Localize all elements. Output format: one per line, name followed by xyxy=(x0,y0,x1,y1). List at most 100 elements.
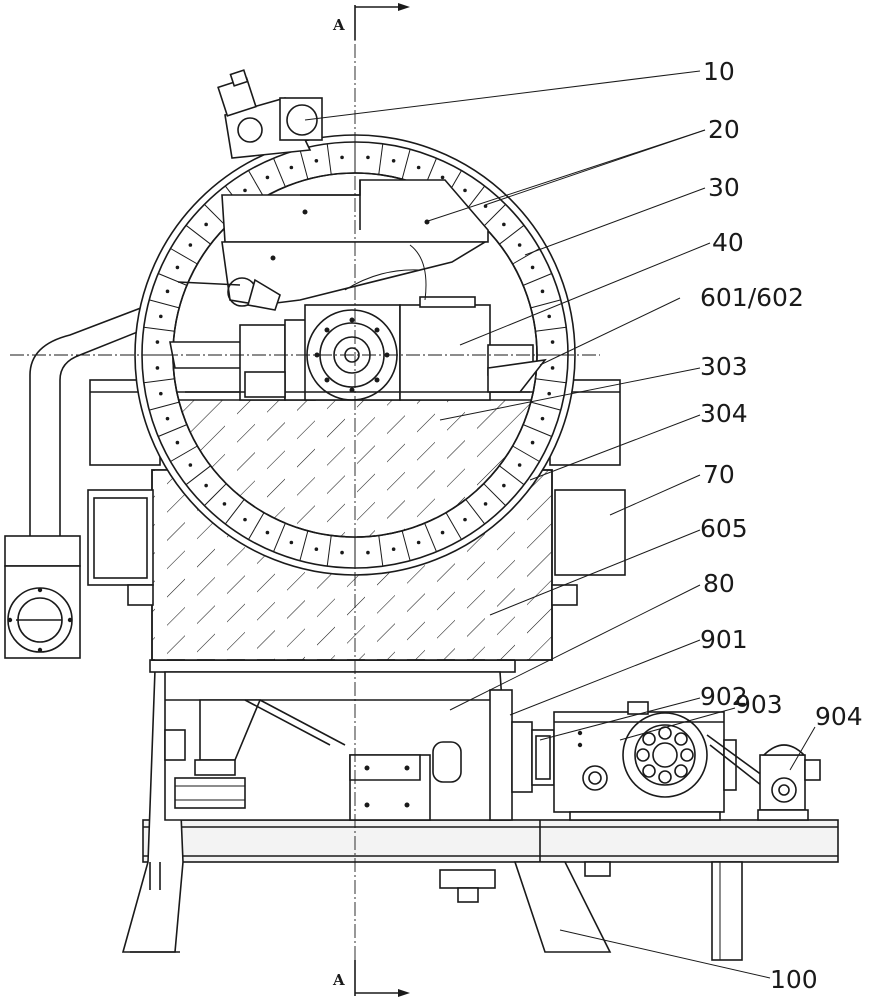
liner-segment-divider xyxy=(326,143,332,175)
liner-bolt xyxy=(540,289,545,294)
liner-bolt xyxy=(265,530,270,535)
liner-segment-divider xyxy=(143,326,175,332)
liner-segment-divider xyxy=(522,424,552,437)
callout-100: 100 xyxy=(770,965,818,994)
liner-bolt xyxy=(366,155,370,160)
liner-bolt xyxy=(314,547,319,551)
liner-segment-divider xyxy=(424,522,437,552)
lower-housing xyxy=(149,659,516,821)
liner-bolt xyxy=(547,314,551,319)
liner-segment-divider xyxy=(499,465,525,486)
drum-drive xyxy=(169,244,547,401)
centerlines xyxy=(10,22,600,985)
liner-bolt xyxy=(530,265,535,270)
liner-segment-divider xyxy=(185,224,211,245)
liner-segment-divider xyxy=(326,535,332,567)
liner-segment-divider xyxy=(512,445,540,462)
callouts: 10 20 30 40 601/602 303 304 70 605 80 90… xyxy=(700,57,863,994)
liner-bolt xyxy=(440,175,445,180)
liner-bolt xyxy=(463,517,467,522)
liner-bolt xyxy=(416,540,421,545)
liner-bolt xyxy=(165,416,170,421)
liner-bolt xyxy=(204,483,208,488)
liner-bolt xyxy=(289,165,294,170)
liner-bolt xyxy=(155,340,160,344)
liner-segment-divider xyxy=(522,273,552,286)
liner-segment-divider xyxy=(445,512,462,540)
callout-30: 30 xyxy=(708,173,740,202)
liner-segment-divider xyxy=(401,149,411,180)
liner-segment-divider xyxy=(535,326,567,332)
liner-segment-divider xyxy=(401,530,411,561)
liner-bolt xyxy=(175,440,180,445)
right-leg xyxy=(513,861,612,953)
liner-bolt xyxy=(550,366,555,370)
liner-bolt xyxy=(391,547,396,551)
liner-segment-divider xyxy=(378,143,384,175)
callout-10: 10 xyxy=(703,57,735,86)
liner-segment-divider xyxy=(273,522,286,552)
callout-303: 303 xyxy=(700,352,748,381)
callout-902: 902 xyxy=(700,682,748,711)
liner-bolt xyxy=(547,391,551,396)
callout-20: 20 xyxy=(708,115,740,144)
liner-segment-divider xyxy=(378,535,384,567)
gear-drive xyxy=(489,689,821,821)
liner-segment-divider xyxy=(248,170,265,198)
liner-segment-divider xyxy=(170,248,198,265)
liner-segment-divider xyxy=(483,204,506,227)
liner-bolt xyxy=(483,204,488,208)
liner-segment-divider xyxy=(143,378,175,384)
liner-bolt xyxy=(340,550,344,555)
liner-bolt xyxy=(540,416,545,421)
liner-segment-divider xyxy=(185,465,211,486)
liner-bolt xyxy=(222,502,227,506)
liner-bolt xyxy=(159,314,163,319)
liner-segment-divider xyxy=(149,299,180,309)
top-inlet xyxy=(217,69,323,159)
base-frame xyxy=(121,669,839,961)
liner-bolt xyxy=(391,159,396,163)
liner-bolt xyxy=(243,517,247,522)
section-label-bottom: A xyxy=(332,971,345,989)
scraper-assembly xyxy=(177,179,489,311)
liner-bolt xyxy=(155,366,160,370)
liner-bolt xyxy=(175,265,180,270)
liner-segment-divider xyxy=(299,149,309,180)
liner-segment-divider xyxy=(483,483,506,506)
liner-bolt xyxy=(188,243,193,247)
liner-segment-divider xyxy=(224,499,245,525)
liner-bolt xyxy=(243,188,247,193)
liner-bolt xyxy=(483,502,488,506)
liner-bolt xyxy=(165,289,170,294)
callout-80: 80 xyxy=(703,569,735,598)
liner-bolt xyxy=(502,483,506,488)
liner-segment-divider xyxy=(248,512,265,540)
liner-segment-divider xyxy=(158,273,188,286)
liner-segment-divider xyxy=(465,499,486,525)
callout-903: 903 xyxy=(735,690,783,719)
liner-segment-divider xyxy=(204,204,227,227)
liner-bolt xyxy=(416,165,421,170)
liner-segment-divider xyxy=(149,401,180,411)
liner-bolt xyxy=(188,463,193,467)
section-mark-top: A xyxy=(332,3,410,40)
liner-bolt xyxy=(314,159,319,163)
liner-bolt xyxy=(289,540,294,545)
liner-segment-divider xyxy=(530,401,561,411)
callout-70: 70 xyxy=(703,460,735,489)
liner-bolt xyxy=(159,391,163,396)
liner-segment-divider xyxy=(170,445,198,462)
liner-segment-divider xyxy=(299,530,309,561)
liner-bolt xyxy=(440,530,445,535)
liner-bolt xyxy=(530,440,535,445)
liner-segment-divider xyxy=(530,299,561,309)
liner-segments xyxy=(142,142,568,568)
liner-bolt xyxy=(463,188,467,193)
liner-segment-divider xyxy=(158,424,188,437)
liner-bolt xyxy=(502,222,506,227)
callout-901: 901 xyxy=(700,625,748,654)
liner-segment-divider xyxy=(535,378,567,384)
